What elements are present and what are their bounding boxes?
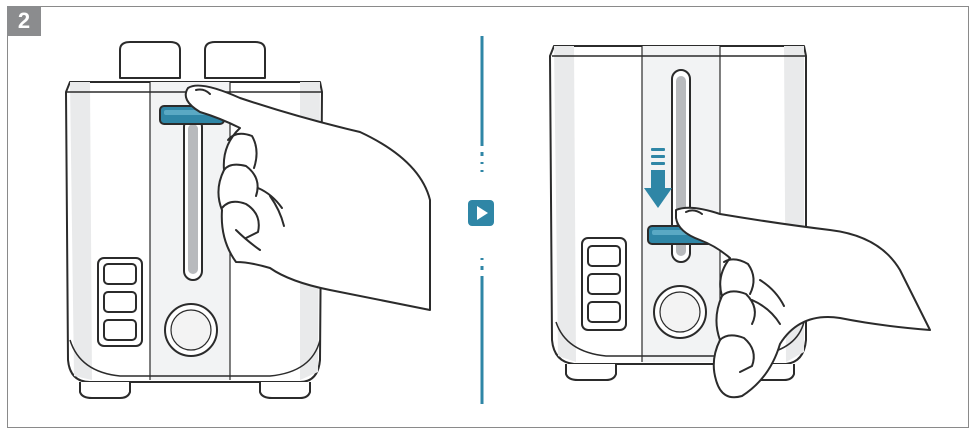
- toaster-right-button-1: [588, 246, 620, 266]
- toaster-right-foot-1: [566, 364, 616, 380]
- toaster-left-top-knob-1: [120, 42, 180, 78]
- panel-separator: [468, 36, 494, 404]
- toaster-left-foot-2: [260, 382, 310, 398]
- toaster-right-button-2: [588, 274, 620, 294]
- toaster-left-button-3: [104, 320, 136, 340]
- toaster-left-button-1: [104, 264, 136, 284]
- toaster-left-top-knob-2: [205, 42, 265, 78]
- toaster-right-button-3: [588, 302, 620, 322]
- toaster-left-foot-1: [80, 382, 130, 398]
- toaster-left-button-2: [104, 292, 136, 312]
